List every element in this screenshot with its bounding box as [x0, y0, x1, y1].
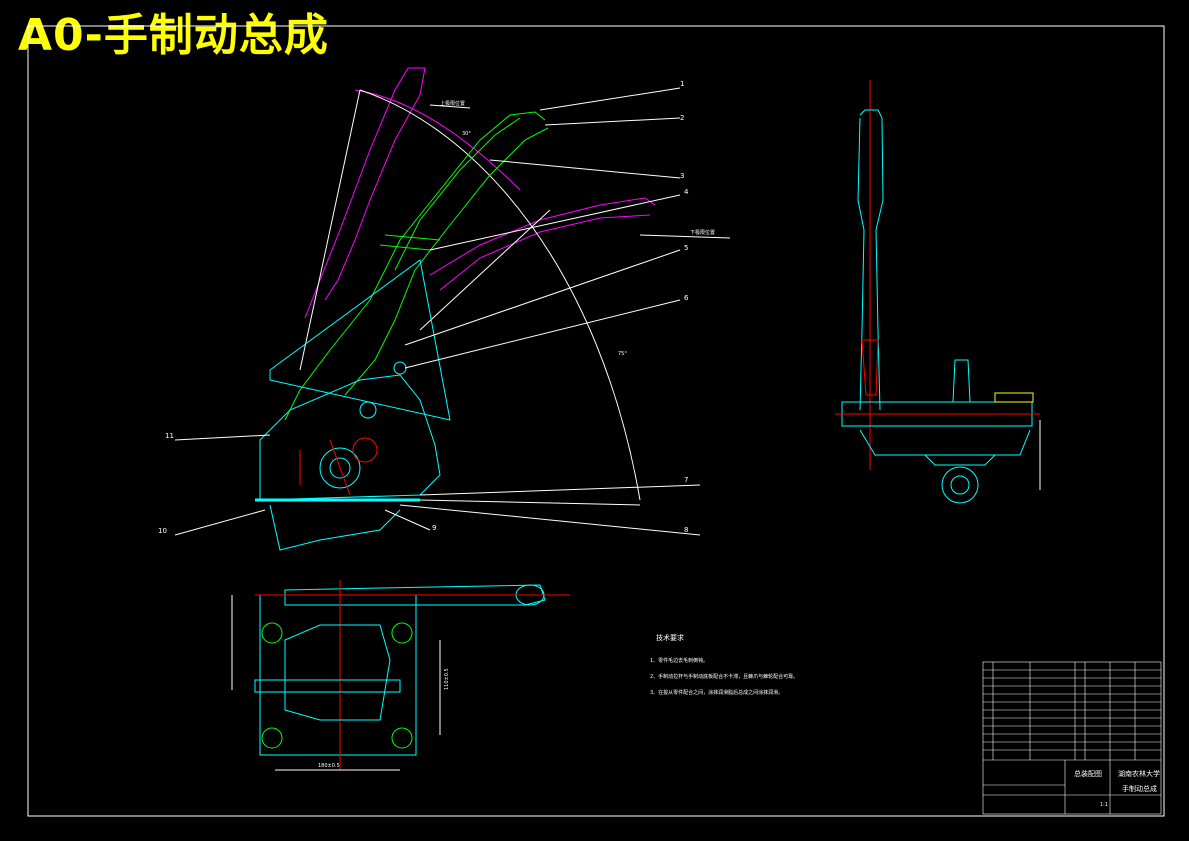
lever-body	[284, 111, 549, 421]
callout-10: 10	[158, 527, 167, 535]
callout-5: 5	[684, 244, 688, 252]
drawing-name: 手制动总成	[1122, 784, 1157, 793]
plan-view	[231, 580, 570, 771]
assembly-label: 总装配图	[1074, 769, 1102, 778]
side-view	[174, 67, 731, 551]
callout-8: 8	[684, 526, 688, 534]
drawing-border	[27, 25, 1165, 817]
lower-limit-label: 下极限位置	[690, 229, 715, 236]
lever-end-view	[857, 109, 884, 411]
lower-limit-outline	[429, 197, 656, 291]
callout-6: 6	[684, 294, 689, 302]
sweep-angle-label: 75°	[618, 351, 627, 357]
callout-7: 7	[684, 476, 688, 484]
guard-plate	[269, 259, 451, 421]
university-name: 湖南农林大学	[1118, 769, 1160, 778]
upper-limit-outline	[304, 67, 426, 319]
callout-11: 11	[165, 432, 174, 440]
callout-4: 4	[684, 188, 689, 196]
width-dimension: 180±0.5	[318, 763, 340, 769]
sweep-arc	[359, 89, 641, 501]
lever-plan	[284, 584, 546, 606]
base-bracket	[259, 374, 441, 501]
drawing-title: A0-手制动总成	[18, 10, 329, 61]
tech-req-heading: 技术要求	[656, 633, 684, 642]
upper-angle-label: 30°	[462, 131, 471, 137]
callout-1: 1	[680, 80, 684, 88]
callout-3: 3	[680, 172, 684, 180]
end-view	[835, 80, 1041, 504]
scale-label: 1:1	[1100, 802, 1108, 808]
tech-req-3: 3、在拔从零件配合之间，涂抹润滑脂后总成之间涂抹润滑。	[650, 689, 783, 696]
callout-9: 9	[432, 524, 436, 532]
height-dimension: 110±0.5	[444, 668, 450, 690]
tech-req-1: 1、零件毛边去毛刺倒钝。	[650, 657, 708, 664]
title-block	[982, 661, 1162, 815]
upper-limit-arc	[354, 89, 521, 191]
upper-limit-label: 上极限位置	[440, 100, 465, 107]
tech-req-2: 2、手制动拉杆与手制动底板配合不卡滞，且棘爪与棘轮配合可靠。	[650, 673, 798, 680]
callout-2: 2	[680, 114, 684, 122]
